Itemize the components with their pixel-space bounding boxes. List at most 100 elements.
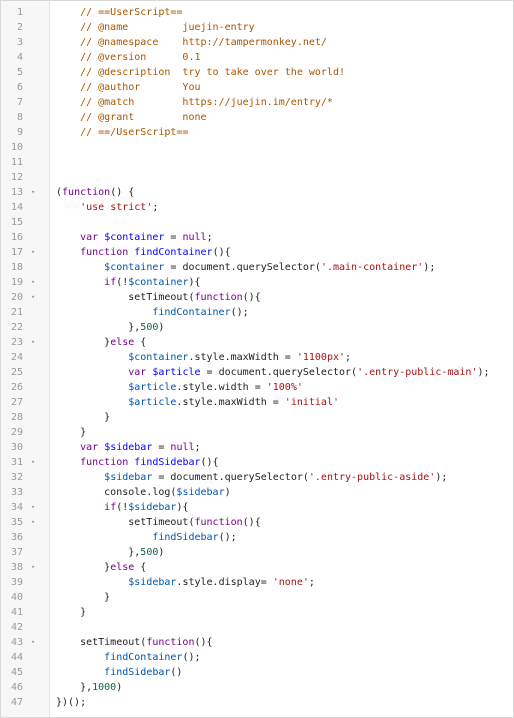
code-line[interactable]: console.log($sidebar) [50,485,513,500]
code-token-var: $container [104,262,165,273]
code-line[interactable]: // ==UserScript== [50,5,513,20]
code-line[interactable]: function findSidebar(){ [50,455,513,470]
code-line[interactable]: } [50,605,513,620]
code-line[interactable]: },500) [50,545,513,560]
code-line[interactable]: if(!$sidebar){ [50,500,513,515]
line-number: 41 [10,607,23,618]
code-line[interactable]: }else { [50,560,513,575]
code-line[interactable] [50,215,513,230]
code-area[interactable]: // ==UserScript== // @name juejin-entry … [50,1,513,717]
fold-arrow-icon[interactable]: ▾ [31,563,36,571]
code-line[interactable]: var $sidebar = null; [50,440,513,455]
code-line[interactable]: })(); [50,695,513,710]
fold-arrow-icon[interactable]: ▾ [31,638,36,646]
code-token-plain: } [56,337,111,348]
fold-arrow-icon[interactable]: ▾ [31,338,36,346]
code-token-plain: }, [56,682,93,693]
code-token-var: $sidebar [104,472,153,483]
code-token-plain: = document.querySelector( [164,262,321,273]
code-line[interactable]: // @grant none [50,110,513,125]
code-line[interactable]: var $container = null; [50,230,513,245]
gutter-line: 27 [1,395,49,410]
code-line[interactable]: 'use strict'; [50,200,513,215]
code-line[interactable]: },1000) [50,680,513,695]
code-line[interactable]: var $article = document.querySelector('.… [50,365,513,380]
line-number: 20 [10,292,23,303]
line-number: 10 [10,142,23,153]
code-line[interactable] [50,170,513,185]
code-token-plain: } [56,607,87,618]
line-number: 33 [10,487,23,498]
fold-arrow-icon[interactable]: ▾ [31,518,36,526]
code-line[interactable]: // @description try to take over the wor… [50,65,513,80]
gutter-line: 1 [1,5,49,20]
code-token-def: $article [152,367,201,378]
code-line[interactable]: // @version 0.1 [50,50,513,65]
code-token-comment: // ==UserScript== [56,7,183,18]
code-line[interactable]: $container = document.querySelector('.ma… [50,260,513,275]
code-line[interactable]: $article.style.width = '100%' [50,380,513,395]
line-number: 36 [10,532,23,543]
code-token-plain: (); [182,652,201,663]
code-line[interactable]: setTimeout(function(){ [50,290,513,305]
code-token-plain [56,472,104,483]
code-line[interactable]: setTimeout(function(){ [50,515,513,530]
code-line[interactable]: }else { [50,335,513,350]
code-token-plain: }, [56,322,141,333]
code-line[interactable]: // ==/UserScript== [50,125,513,140]
code-token-var: $sidebar [128,577,177,588]
code-line[interactable]: // @match https://juejin.im/entry/* [50,95,513,110]
fold-arrow-icon[interactable]: ▾ [31,248,36,256]
code-token-keyword: var [80,232,99,243]
code-line[interactable]: if(!$container){ [50,275,513,290]
fold-arrow-icon[interactable]: ▾ [31,293,36,301]
code-line[interactable] [50,620,513,635]
line-number: 17 [10,247,23,258]
code-line[interactable]: $sidebar.style.display= 'none'; [50,575,513,590]
code-line[interactable] [50,155,513,170]
line-number: 31 [10,457,23,468]
code-line[interactable]: } [50,425,513,440]
code-line[interactable]: (function() { [50,185,513,200]
code-line[interactable]: function findContainer(){ [50,245,513,260]
code-token-plain: } [56,592,111,603]
code-line[interactable]: // @author You [50,80,513,95]
code-line[interactable] [50,140,513,155]
code-token-plain [56,652,104,663]
code-token-string: '.entry-public-aside' [308,472,436,483]
fold-arrow-icon[interactable]: ▾ [31,503,36,511]
fold-arrow-icon[interactable]: ▾ [31,458,36,466]
code-token-comment: // @grant none [56,112,207,123]
code-line[interactable]: $article.style.maxWidth = 'initial' [50,395,513,410]
gutter-line: 5 [1,65,49,80]
code-token-plain: (){ [200,457,219,468]
fold-arrow-icon[interactable]: ▾ [31,188,36,196]
code-line[interactable]: },500) [50,320,513,335]
code-line[interactable]: $sidebar = document.querySelector('.entr… [50,470,513,485]
code-token-keyword: function [194,292,243,303]
code-token-keyword: if [104,502,117,513]
code-token-plain: ) [158,547,165,558]
code-line[interactable]: } [50,590,513,605]
code-line[interactable]: findContainer(); [50,305,513,320]
code-token-plain [56,277,104,288]
code-token-plain [56,397,128,408]
code-token-comment: // @author You [56,82,201,93]
code-token-plain: (! [116,502,129,513]
code-line[interactable]: findSidebar() [50,665,513,680]
code-line[interactable]: findContainer(); [50,650,513,665]
line-number: 13 [10,187,23,198]
code-line[interactable]: setTimeout(function(){ [50,635,513,650]
code-line[interactable]: $container.style.maxWidth = '1100px'; [50,350,513,365]
gutter-line: 35▾ [1,515,49,530]
code-token-plain: (); [230,307,249,318]
code-line[interactable]: // @name juejin-entry [50,20,513,35]
code-line[interactable]: // @namespace http://tampermonkey.net/ [50,35,513,50]
code-line[interactable]: findSidebar(); [50,530,513,545]
line-number: 23 [10,337,23,348]
code-token-keyword: var [80,442,99,453]
code-line[interactable]: } [50,410,513,425]
line-number: 27 [10,397,23,408]
fold-arrow-icon[interactable]: ▾ [31,278,36,286]
